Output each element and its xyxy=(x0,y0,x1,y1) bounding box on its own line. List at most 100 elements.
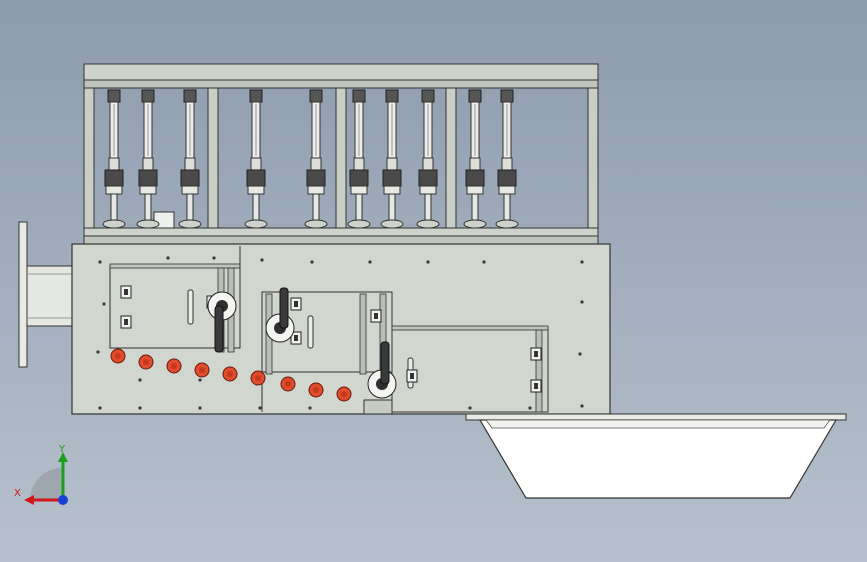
main-body xyxy=(71,243,611,415)
actuator-lever xyxy=(279,287,289,329)
rotary-actuator xyxy=(265,287,295,343)
latch xyxy=(290,331,302,345)
bottom-rail xyxy=(83,227,599,237)
button-center xyxy=(115,353,121,359)
valve-body xyxy=(418,169,438,187)
valve-seat xyxy=(102,219,126,229)
hopper-body xyxy=(478,419,838,499)
valve-stem xyxy=(355,193,363,221)
latch-pin xyxy=(374,313,378,319)
valve-coupling xyxy=(181,185,199,195)
axis-triad: X Y xyxy=(14,444,68,505)
red-indicator-button xyxy=(280,376,296,392)
valve-stem xyxy=(144,193,152,221)
red-indicator-button xyxy=(166,358,182,374)
top-beam xyxy=(83,63,599,81)
panel-bolt xyxy=(96,350,100,354)
valve-stem xyxy=(388,193,396,221)
red-indicator-button xyxy=(250,370,266,386)
panel-bolt xyxy=(260,258,264,262)
valve-collar xyxy=(184,157,196,171)
valve-seat xyxy=(136,219,160,229)
frame-post xyxy=(445,87,457,229)
x-axis-label: X xyxy=(14,488,21,499)
red-indicator-buttons xyxy=(110,348,352,402)
hopper-rim xyxy=(465,413,847,421)
panel-bolt xyxy=(578,352,582,356)
valve-coupling xyxy=(105,185,123,195)
valve-cap xyxy=(500,89,514,103)
button-center xyxy=(143,359,149,365)
valve-cylinders xyxy=(102,89,519,229)
red-indicator-button xyxy=(222,366,238,382)
panel-bolt xyxy=(258,406,262,410)
valve-cap xyxy=(309,89,323,103)
panel-bolt xyxy=(308,406,312,410)
valve-coupling xyxy=(383,185,401,195)
actuator-lever xyxy=(380,341,390,385)
button-center xyxy=(313,387,319,393)
valve-coupling xyxy=(350,185,368,195)
valve-seat xyxy=(244,219,268,229)
valve-seat xyxy=(380,219,404,229)
red-indicator-button xyxy=(308,382,324,398)
latch-pin xyxy=(124,319,128,325)
panel-bolts xyxy=(96,256,584,410)
valve-cylinder xyxy=(495,89,519,229)
y-axis-label: Y xyxy=(58,444,66,455)
valve-cap xyxy=(352,89,366,103)
panel-bolt xyxy=(138,378,142,382)
valve-collar xyxy=(469,157,481,171)
button-center xyxy=(171,363,177,369)
panel-bolt xyxy=(198,378,202,382)
button-center xyxy=(199,367,205,373)
red-indicator-button xyxy=(194,362,210,378)
panel-bolt xyxy=(98,260,102,264)
valve-body xyxy=(180,169,200,187)
latch xyxy=(120,315,132,329)
panel-bolt xyxy=(98,406,102,410)
valve-body xyxy=(382,169,402,187)
valve-stem xyxy=(252,193,260,221)
valve-stem xyxy=(110,193,118,221)
actuator-lever xyxy=(214,305,224,353)
valve-cap xyxy=(107,89,121,103)
valve-cylinder xyxy=(380,89,404,229)
valve-cap xyxy=(385,89,399,103)
valve-cylinder xyxy=(463,89,487,229)
red-indicator-button xyxy=(110,348,126,364)
valve-coupling xyxy=(498,185,516,195)
valve-cap xyxy=(249,89,263,103)
frame-post xyxy=(83,87,95,229)
panel-bolt xyxy=(468,406,472,410)
valve-cylinder xyxy=(136,89,160,229)
valve-stem xyxy=(471,193,479,221)
valve-coupling xyxy=(307,185,325,195)
valve-body xyxy=(349,169,369,187)
button-center xyxy=(285,381,291,387)
panel-bolt xyxy=(138,406,142,410)
valve-stem xyxy=(312,193,320,221)
frame-post xyxy=(587,87,599,229)
upper-frame xyxy=(83,63,599,245)
latch-pin xyxy=(294,335,298,341)
button-center xyxy=(341,391,347,397)
panel-bolt xyxy=(198,406,202,410)
valve-coupling xyxy=(419,185,437,195)
valve-cap xyxy=(141,89,155,103)
valve-collar xyxy=(142,157,154,171)
frame-post xyxy=(207,87,219,229)
valve-body xyxy=(306,169,326,187)
valve-cylinder xyxy=(304,89,328,229)
panel-bolt xyxy=(102,302,106,306)
valve-stem xyxy=(503,193,511,221)
z-axis-dot xyxy=(58,495,68,505)
inlet-flange-assembly xyxy=(18,221,73,368)
panel-bolt xyxy=(426,260,430,264)
panel-bolt xyxy=(580,260,584,264)
valve-seat xyxy=(495,219,519,229)
latch xyxy=(370,309,382,323)
valve-seat xyxy=(304,219,328,229)
valve-cylinder xyxy=(244,89,268,229)
